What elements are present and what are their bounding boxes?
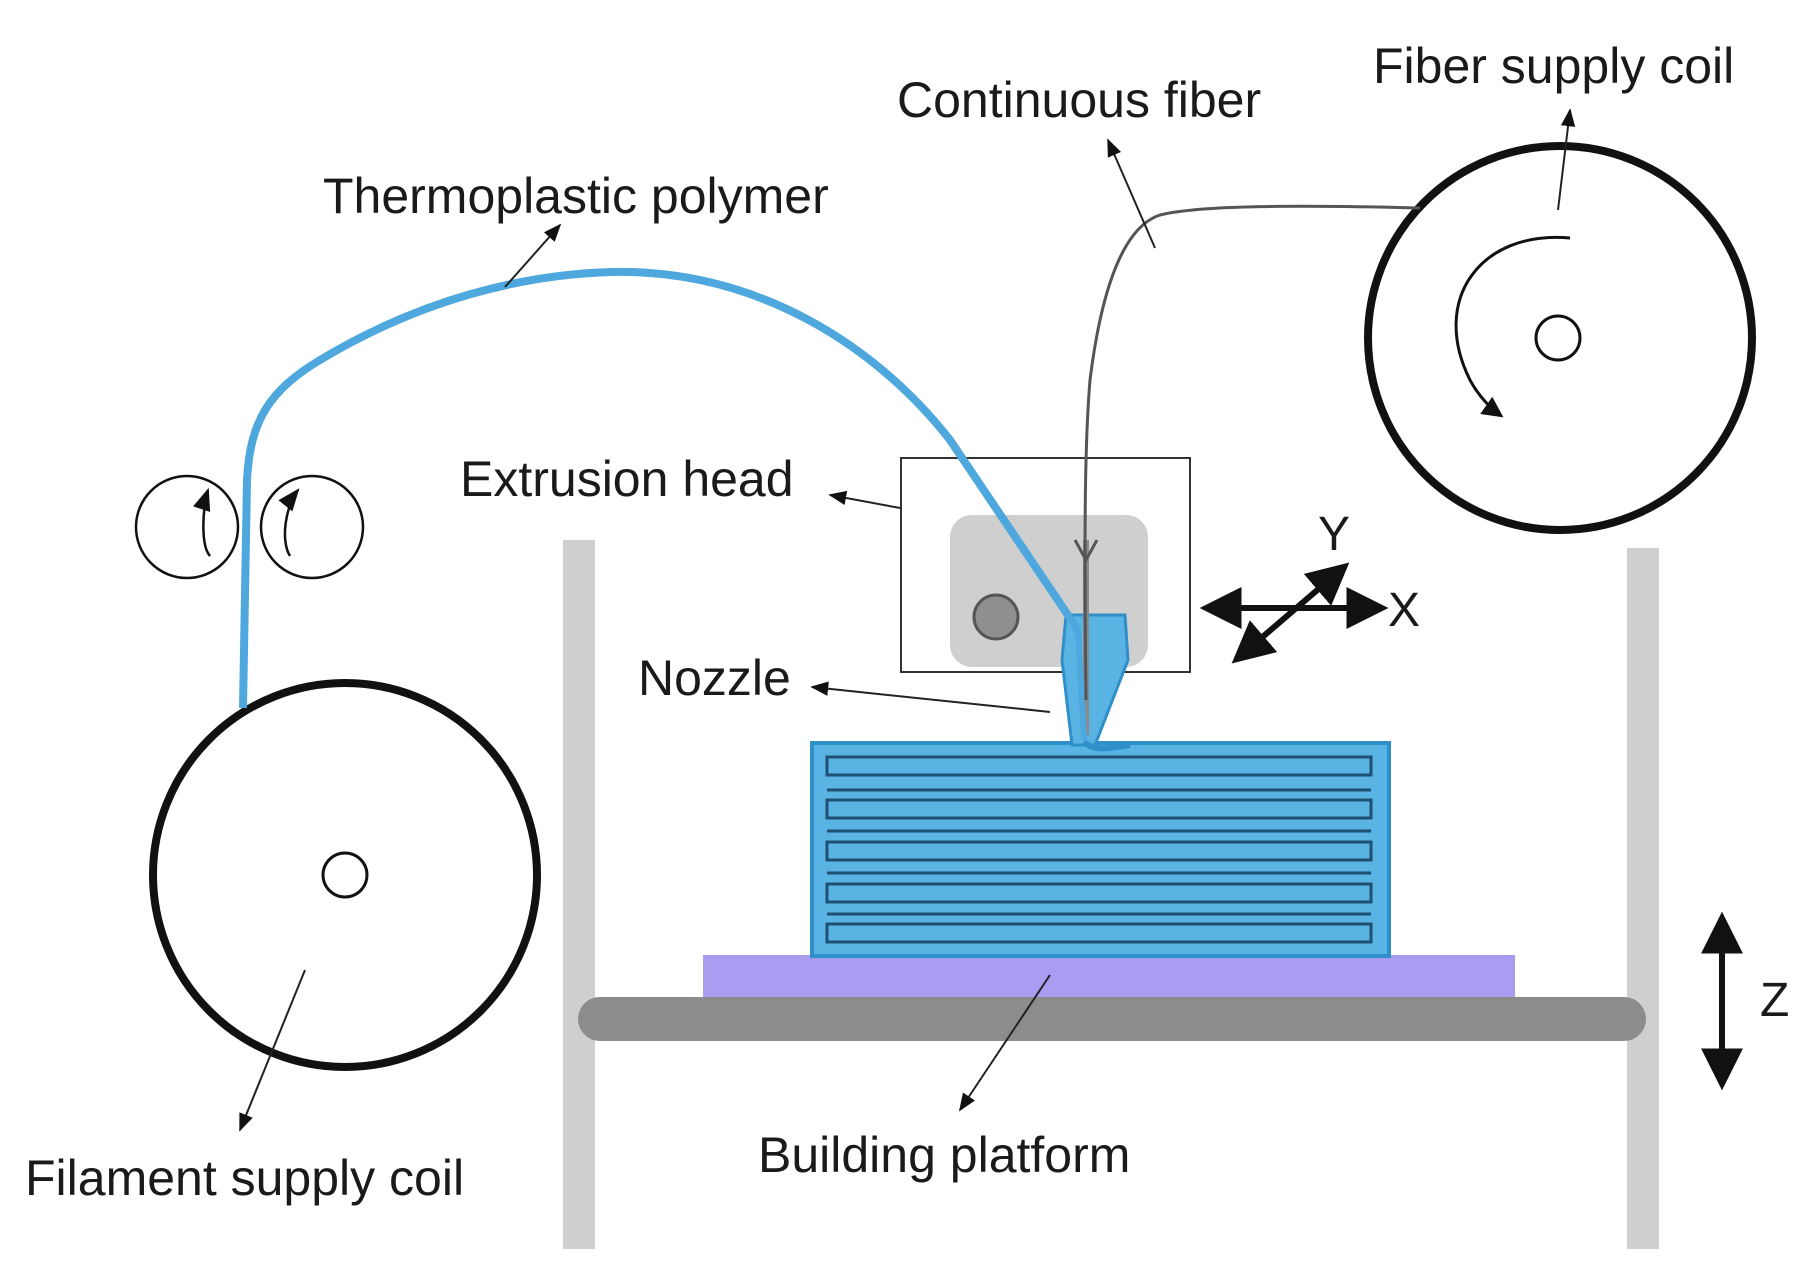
leader-continuous-fiber [1107,138,1156,249]
thermoplastic-polymer-path [239,267,1082,709]
label-continuous-fiber: Continuous fiber [897,72,1261,128]
leader-extrusion-head [828,490,901,509]
label-extrusion-head: Extrusion head [460,451,794,507]
axis-label-y: Y [1318,508,1350,561]
leader-nozzle [810,681,1051,713]
building-platform-plate [703,955,1515,997]
label-nozzle: Nozzle [638,650,791,706]
building-platform-base [578,997,1646,1041]
frame-right-post [1627,548,1659,1249]
leader-building-platform [959,974,1051,1112]
continuous-fiber-path [1083,204,1421,701]
feed-rollers [134,474,365,580]
label-fiber-supply-coil: Fiber supply coil [1373,38,1734,94]
xy-axes [1199,562,1389,664]
label-filament-supply-coil: Filament supply coil [25,1150,464,1206]
axis-label-z: Z [1760,974,1789,1027]
printed-part [810,741,1391,958]
leader-fiber-supply-coil [1557,108,1576,211]
leader-filament-supply-coil [239,969,306,1132]
extrusion-head-box [900,457,1191,673]
filament-supply-coil [149,679,541,1071]
axis-label-x: X [1388,584,1420,637]
extrusion-head-gear [972,593,1020,641]
leader-thermoplastic-polymer [504,223,562,288]
label-building-platform: Building platform [758,1127,1130,1183]
label-thermoplastic-polymer: Thermoplastic polymer [323,168,829,224]
frame-left-post [563,540,595,1249]
fiber-supply-coil [1364,142,1756,534]
